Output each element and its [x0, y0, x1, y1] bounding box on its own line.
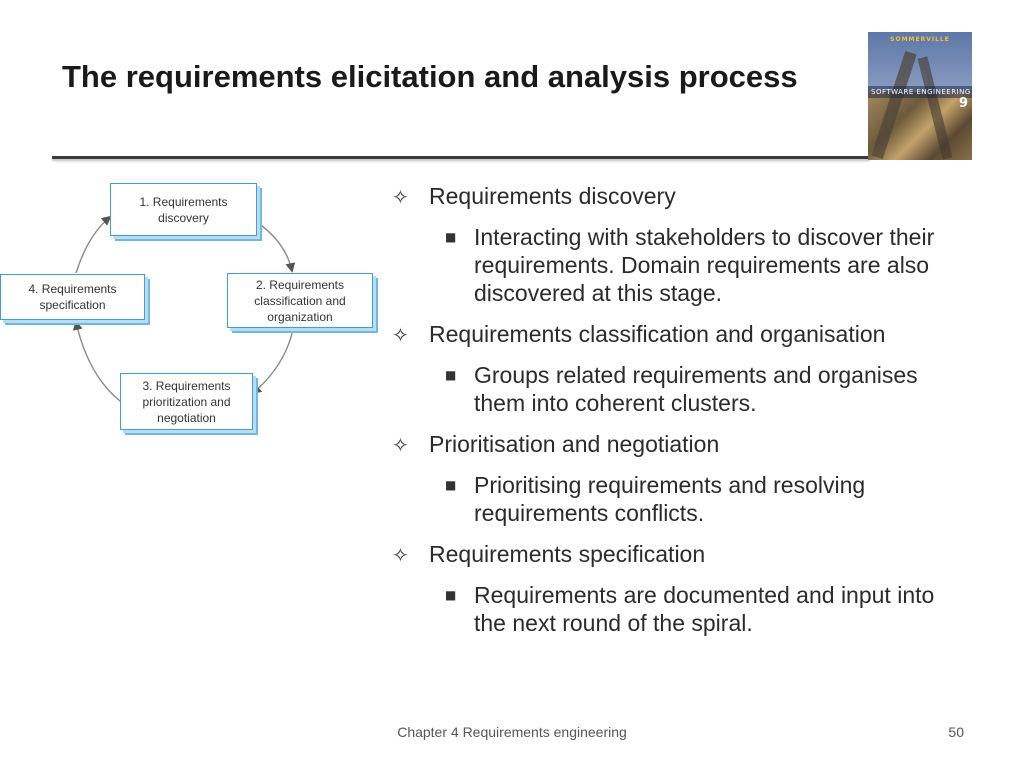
arrow-specification-to-discovery: [75, 215, 112, 274]
page-number: 50: [948, 724, 964, 740]
book-cover-image: SOMMERVILLE SOFTWARE ENGINEERING 9: [868, 32, 972, 160]
diagram-box-prioritization: 3. Requirements prioritization and negot…: [120, 373, 253, 430]
sub-bullet-item: ■Requirements are documented and input i…: [445, 582, 935, 636]
slide-title: The requirements elicitation and analysi…: [62, 59, 798, 94]
bullet-item: ✧Requirements discovery: [392, 183, 676, 209]
star-bullet-icon: ✧: [392, 323, 409, 347]
sub-bullet-item: ■Prioritising requirements and resolving…: [445, 472, 866, 526]
diagram-box-specification: 4. Requirements specification: [0, 274, 145, 320]
book-cover-title: SOFTWARE ENGINEERING: [871, 88, 971, 96]
star-bullet-icon: ✧: [392, 433, 409, 457]
process-cycle-diagram: 1. Requirements discovery 2. Requirement…: [0, 175, 390, 440]
book-cover-author: SOMMERVILLE: [890, 36, 950, 43]
bullet-item: ✧Requirements specification: [392, 541, 706, 567]
arrow-prioritization-to-specification: [72, 320, 121, 402]
arrow-classification-to-prioritization: [251, 329, 294, 395]
star-bullet-icon: ✧: [392, 543, 409, 567]
bullet-item: ✧Prioritisation and negotiation: [392, 431, 720, 457]
book-cover-edition: 9: [958, 96, 968, 111]
cycle-arrows: [72, 215, 296, 402]
bullet-item: ✧Requirements classification and organis…: [392, 321, 886, 347]
square-bullet-icon: ■: [445, 478, 457, 492]
arrow-discovery-to-classification: [257, 222, 296, 273]
square-bullet-icon: ■: [445, 588, 457, 602]
star-bullet-icon: ✧: [392, 185, 409, 209]
sub-bullet-item: ■Interacting with stakeholders to discov…: [445, 224, 935, 306]
sub-bullet-item: ■Groups related requirements and organis…: [445, 362, 918, 416]
footer-chapter-label: Chapter 4 Requirements engineering: [397, 724, 627, 740]
title-underline: [52, 156, 870, 159]
square-bullet-icon: ■: [445, 230, 457, 244]
diagram-box-classification: 2. Requirements classification and organ…: [227, 273, 373, 328]
bullet-list: ✧Requirements discovery ■Interacting wit…: [392, 182, 992, 650]
square-bullet-icon: ■: [445, 368, 457, 382]
diagram-box-discovery: 1. Requirements discovery: [110, 183, 257, 236]
